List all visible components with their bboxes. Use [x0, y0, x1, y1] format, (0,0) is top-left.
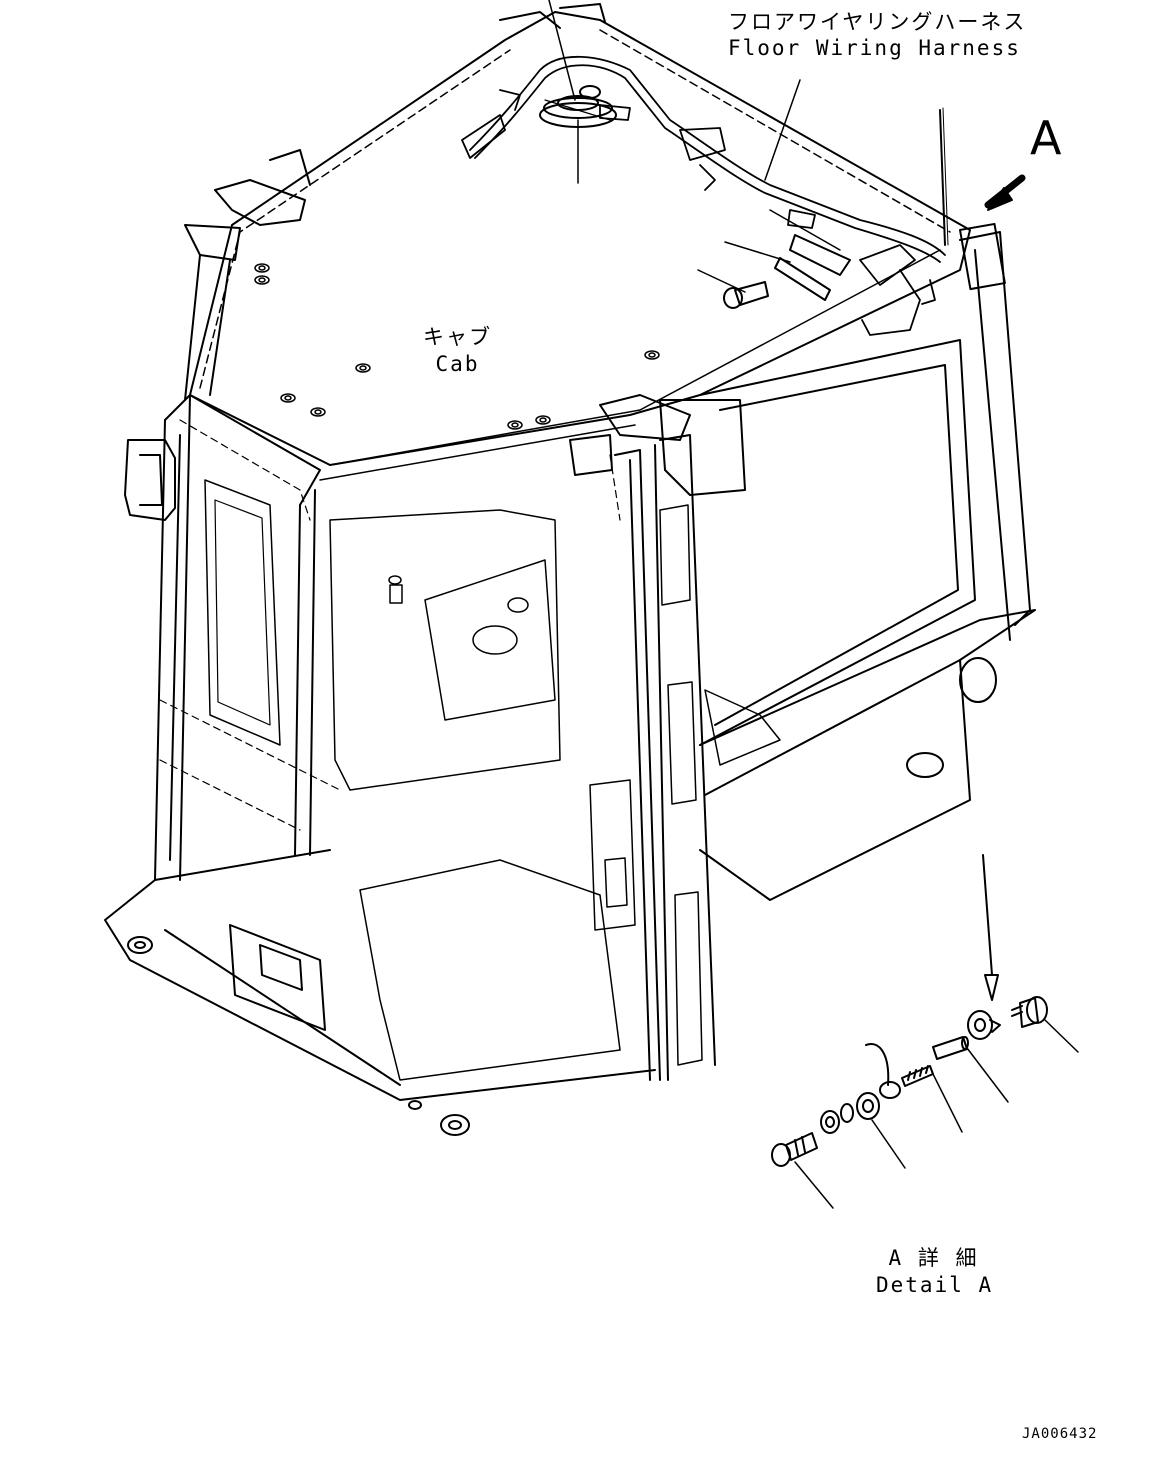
leader-lines	[548, 0, 1079, 1209]
roof-speaker	[539, 85, 617, 128]
detail-a-bolt-bottom	[771, 1132, 818, 1167]
cab-roof	[189, 3, 971, 481]
roof-bracket	[774, 234, 851, 301]
detail-a-cable-terminal	[856, 1043, 901, 1120]
roof-bolt	[723, 281, 769, 309]
view-a-arrow	[984, 174, 1026, 211]
floor-wiring-harness	[461, 55, 946, 336]
cab-label-en: Cab	[435, 352, 480, 376]
detail-a-bolt-top	[1011, 996, 1048, 1028]
drawing-number: JA006432	[1022, 1426, 1098, 1442]
detail-a-antenna	[967, 854, 1001, 1040]
detail-a-spacer	[932, 1036, 969, 1060]
hidden-lines	[159, 419, 621, 831]
harness-label-en: Floor Wiring Harness	[728, 36, 1021, 60]
harness-label-jp: フロアワイヤリングハーネス	[728, 10, 1027, 34]
roof-antenna	[939, 107, 1006, 291]
detail-label-en: Detail A	[876, 1273, 994, 1297]
cab-label-jp: キャブ	[423, 325, 492, 349]
view-letter-a: A	[1030, 111, 1062, 165]
cab-inner-panel	[329, 509, 636, 1081]
cab-frame-rear	[699, 231, 1036, 901]
cab-frame-left	[104, 224, 656, 1136]
detail-a-washers	[820, 1103, 854, 1134]
detail-a-spring	[901, 1065, 934, 1087]
cab-frame-center-pillar	[614, 399, 746, 1081]
detail-label-jp: A 詳 細	[888, 1246, 979, 1270]
